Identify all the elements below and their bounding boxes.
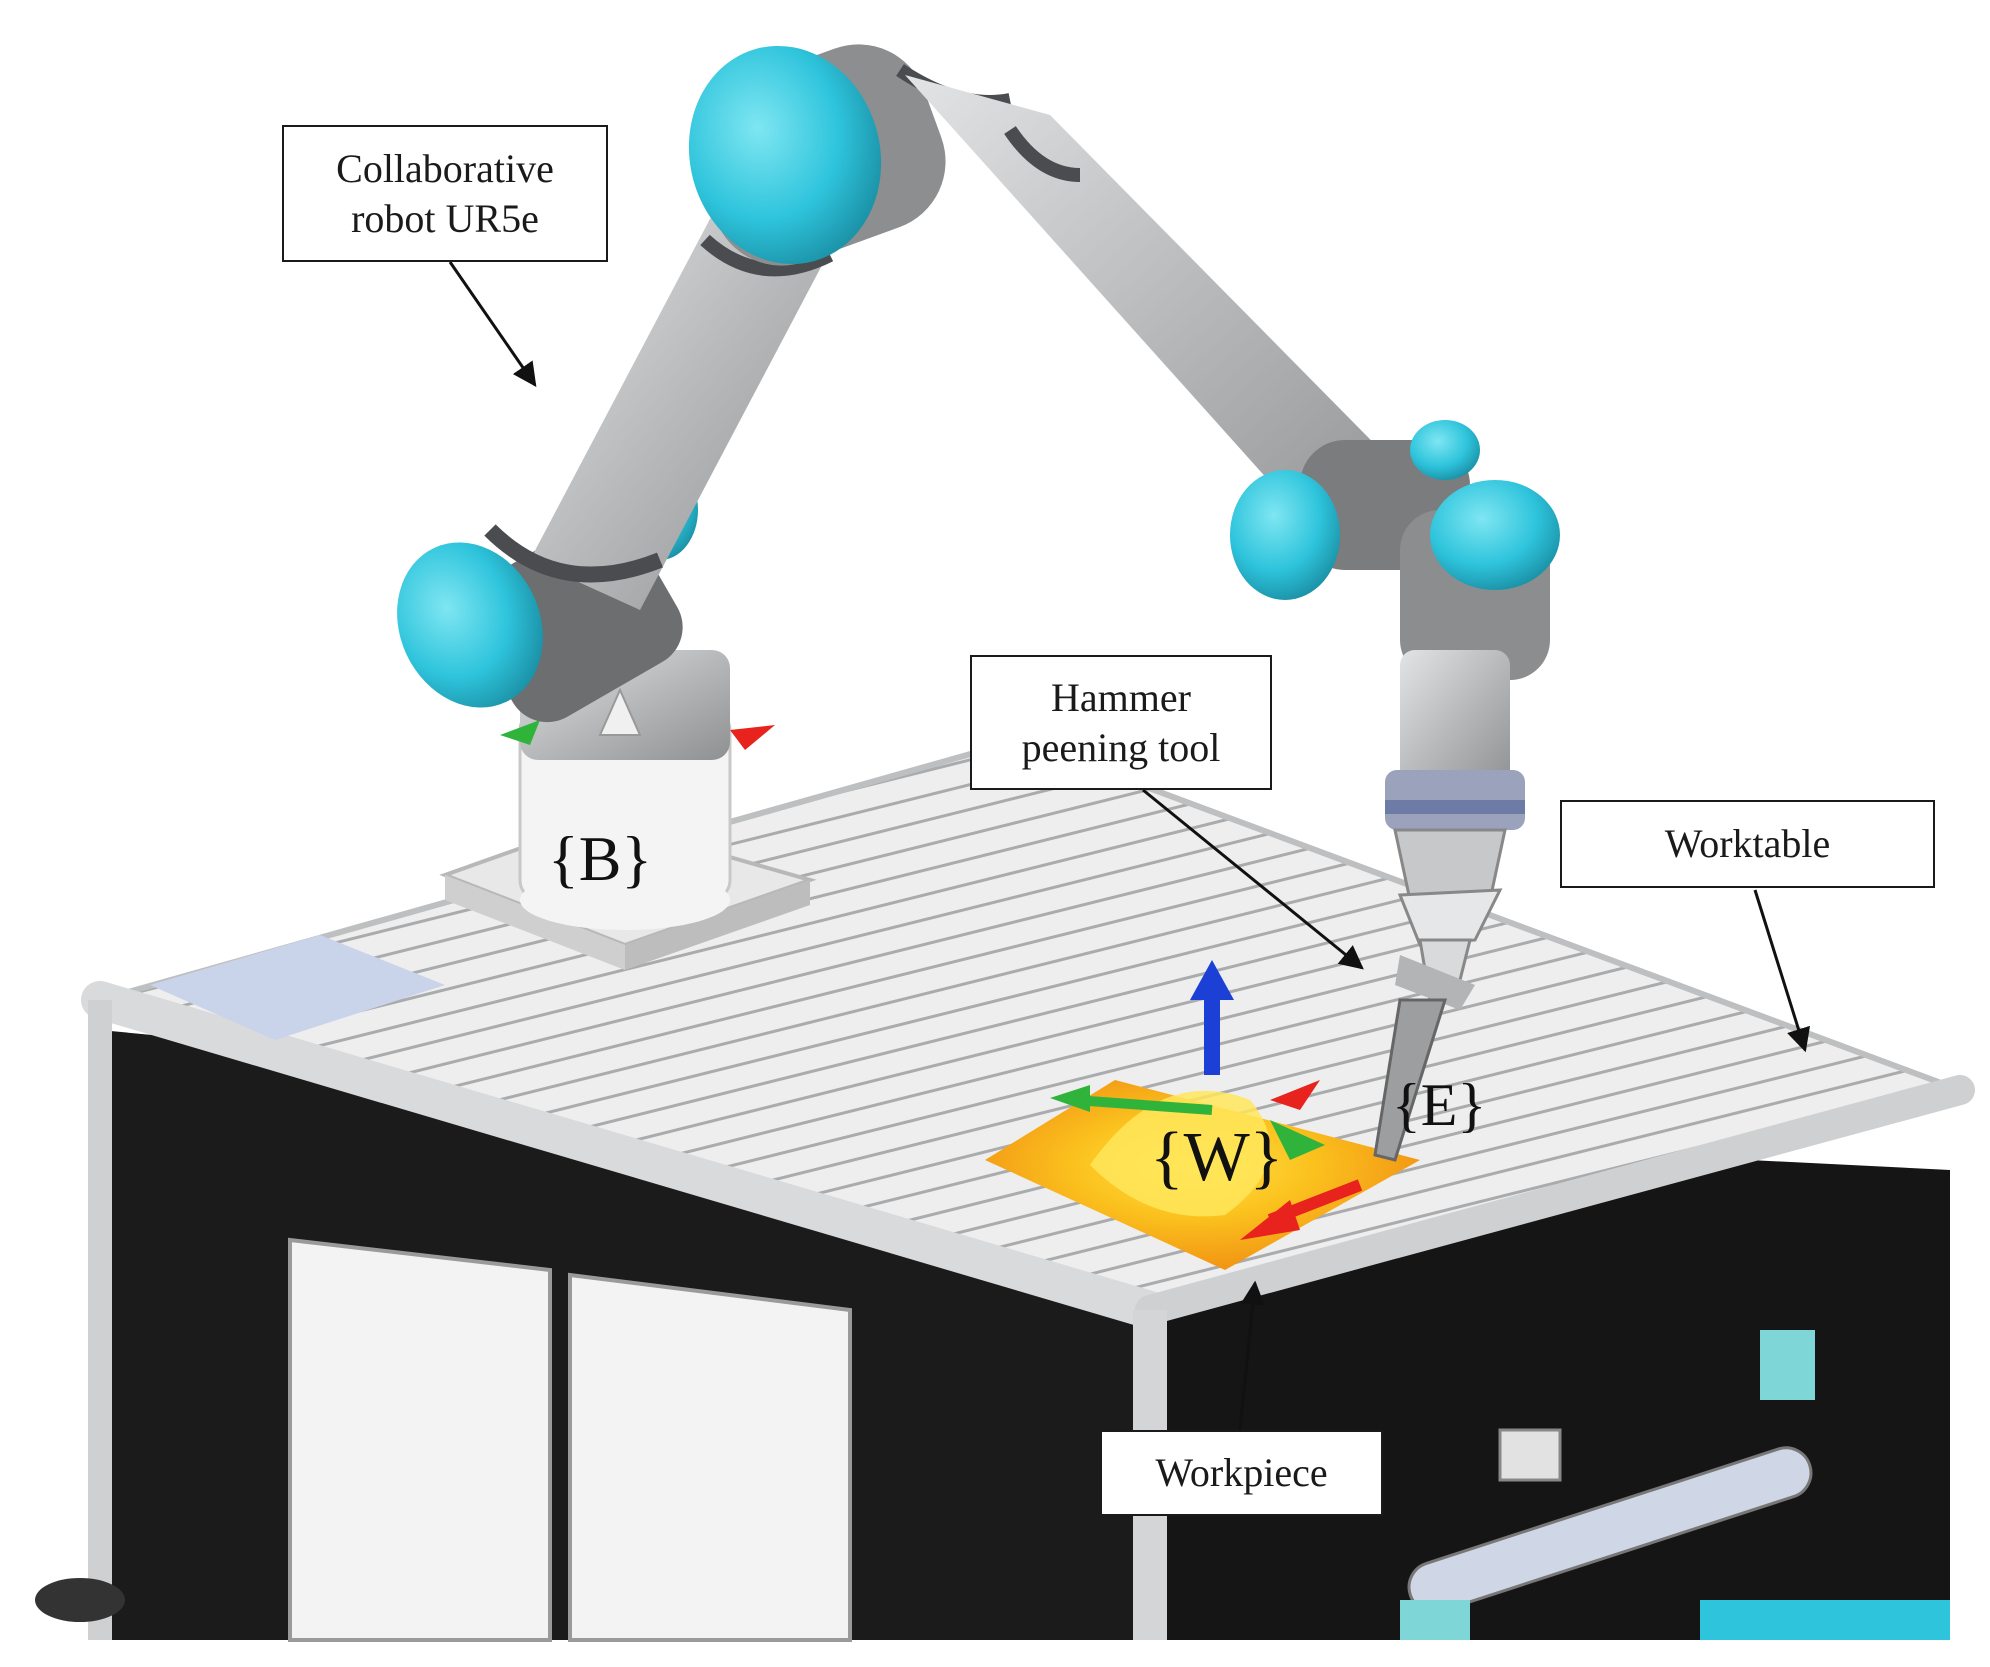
label-workpiece-text: Workpiece [1155,1450,1328,1495]
frame-label-end-effector: {E} [1392,1072,1486,1138]
label-tool-line2: peening tool [1021,724,1221,770]
robot-elbow-cap [688,45,882,265]
arrow-worktable [1753,889,1811,1053]
robot-upper-arm [530,200,830,610]
label-tool-line1: Hammer [1051,674,1191,720]
workpiece [985,1080,1420,1270]
frame-label-base: {B} [548,823,652,894]
worktable-door-left [288,1237,552,1642]
label-robot-line1: Collaborative [336,145,554,191]
robot-ur5e [397,44,1560,1162]
robot-shoulder-cap [397,542,543,708]
label-hammer-peening-tool: Hammer peening tool [970,655,1272,790]
worktable-plate [150,935,445,1040]
label-robot-line2: robot UR5e [351,195,539,241]
label-worktable-text: Worktable [1664,821,1831,866]
arrow-workpiece [1238,1280,1265,1431]
robot-wrist1-cap [1230,470,1340,600]
robot-wrist2-cap [1430,480,1560,590]
axis-y [1074,1095,1213,1115]
hammer-peening-tool [1373,828,1507,1162]
label-collaborative-robot: Collaborative robot UR5e [282,125,608,262]
arrow-robot [448,261,537,387]
frame-label-workpiece: {W} [1150,1119,1283,1196]
label-worktable: Worktable [1560,800,1935,888]
callout-arrows [448,261,1811,1431]
worktable-door-right [568,1272,852,1642]
robot-forearm [905,75,1430,560]
workpiece-frame-axes [1050,960,1363,1240]
arrow-tool [1142,788,1364,970]
label-workpiece: Workpiece [1100,1430,1383,1516]
worktable-handle [1407,1446,1813,1614]
